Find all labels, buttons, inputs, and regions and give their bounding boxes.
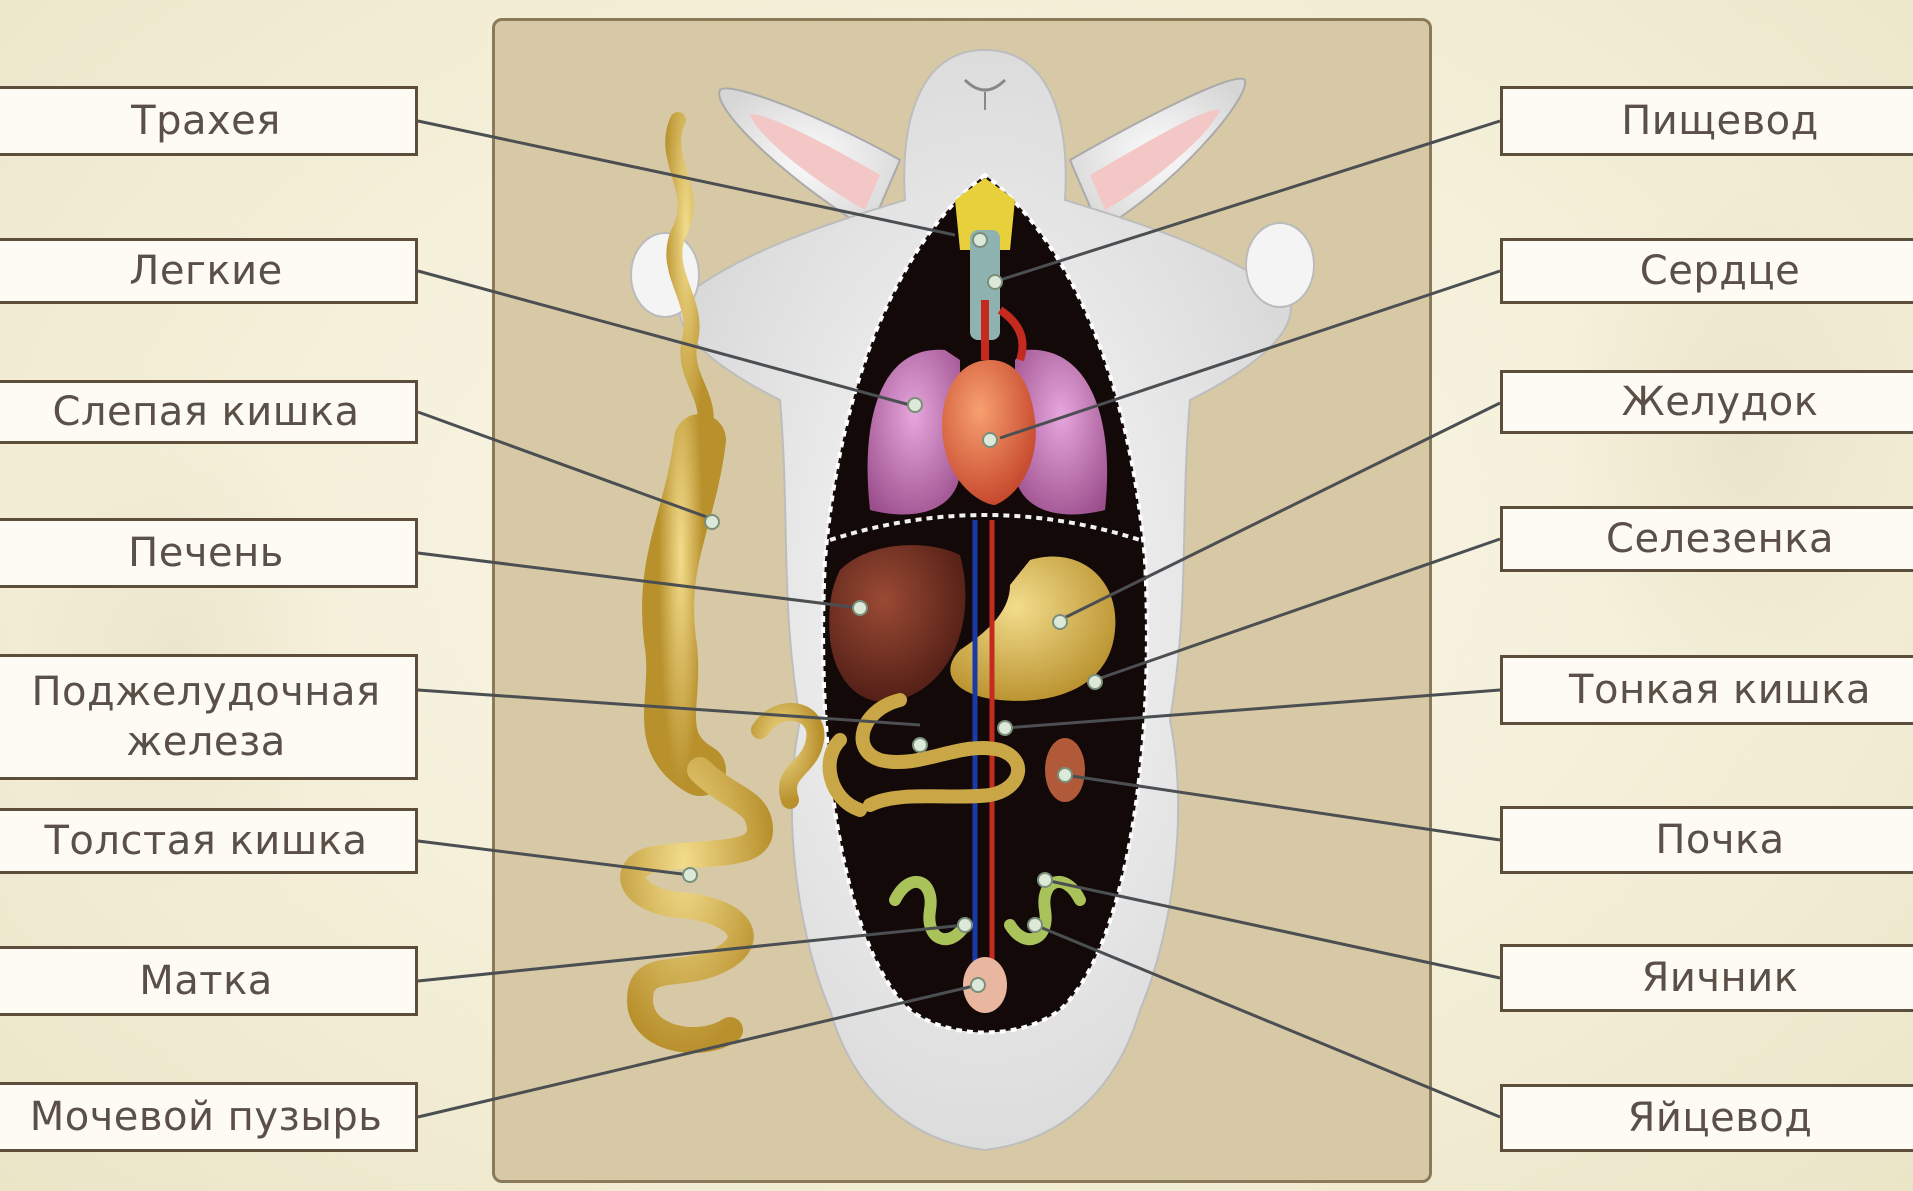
label-text-line2: железа [126,717,286,767]
label-heart: Сердце [1500,238,1913,304]
label-text: Тонкая кишка [1569,665,1871,715]
label-text: Яичник [1642,953,1799,1003]
label-stomach: Желудок [1500,370,1913,434]
label-small-intestine: Тонкая кишка [1500,655,1913,725]
label-text: Желудок [1622,377,1819,427]
label-esophagus: Пищевод [1500,86,1913,156]
label-text-line1: Поджелудочная [31,667,380,717]
label-text: Матка [139,956,273,1006]
label-oviduct: Яйцевод [1500,1084,1913,1152]
label-text: Яйцевод [1628,1093,1813,1143]
label-spleen: Селезенка [1500,506,1913,572]
label-large-intestine: Толстая кишка [0,808,418,874]
label-uterus: Матка [0,946,418,1016]
label-lungs: Легкие [0,238,418,304]
label-text: Почка [1655,815,1784,865]
label-text: Слепая кишка [53,387,360,437]
label-text: Легкие [129,246,282,296]
label-text: Селезенка [1606,514,1834,564]
label-text: Толстая кишка [45,816,368,866]
label-cecum: Слепая кишка [0,380,418,444]
label-liver: Печень [0,518,418,588]
label-text: Мочевой пузырь [30,1092,383,1142]
label-text: Печень [128,528,284,578]
label-text: Трахея [131,96,281,146]
label-bladder: Мочевой пузырь [0,1082,418,1152]
label-text: Пищевод [1621,96,1819,146]
label-pancreas: Поджелудочная железа [0,654,418,780]
label-text: Сердце [1640,246,1800,296]
label-trachea: Трахея [0,86,418,156]
label-kidney: Почка [1500,806,1913,874]
label-ovary: Яичник [1500,944,1913,1012]
